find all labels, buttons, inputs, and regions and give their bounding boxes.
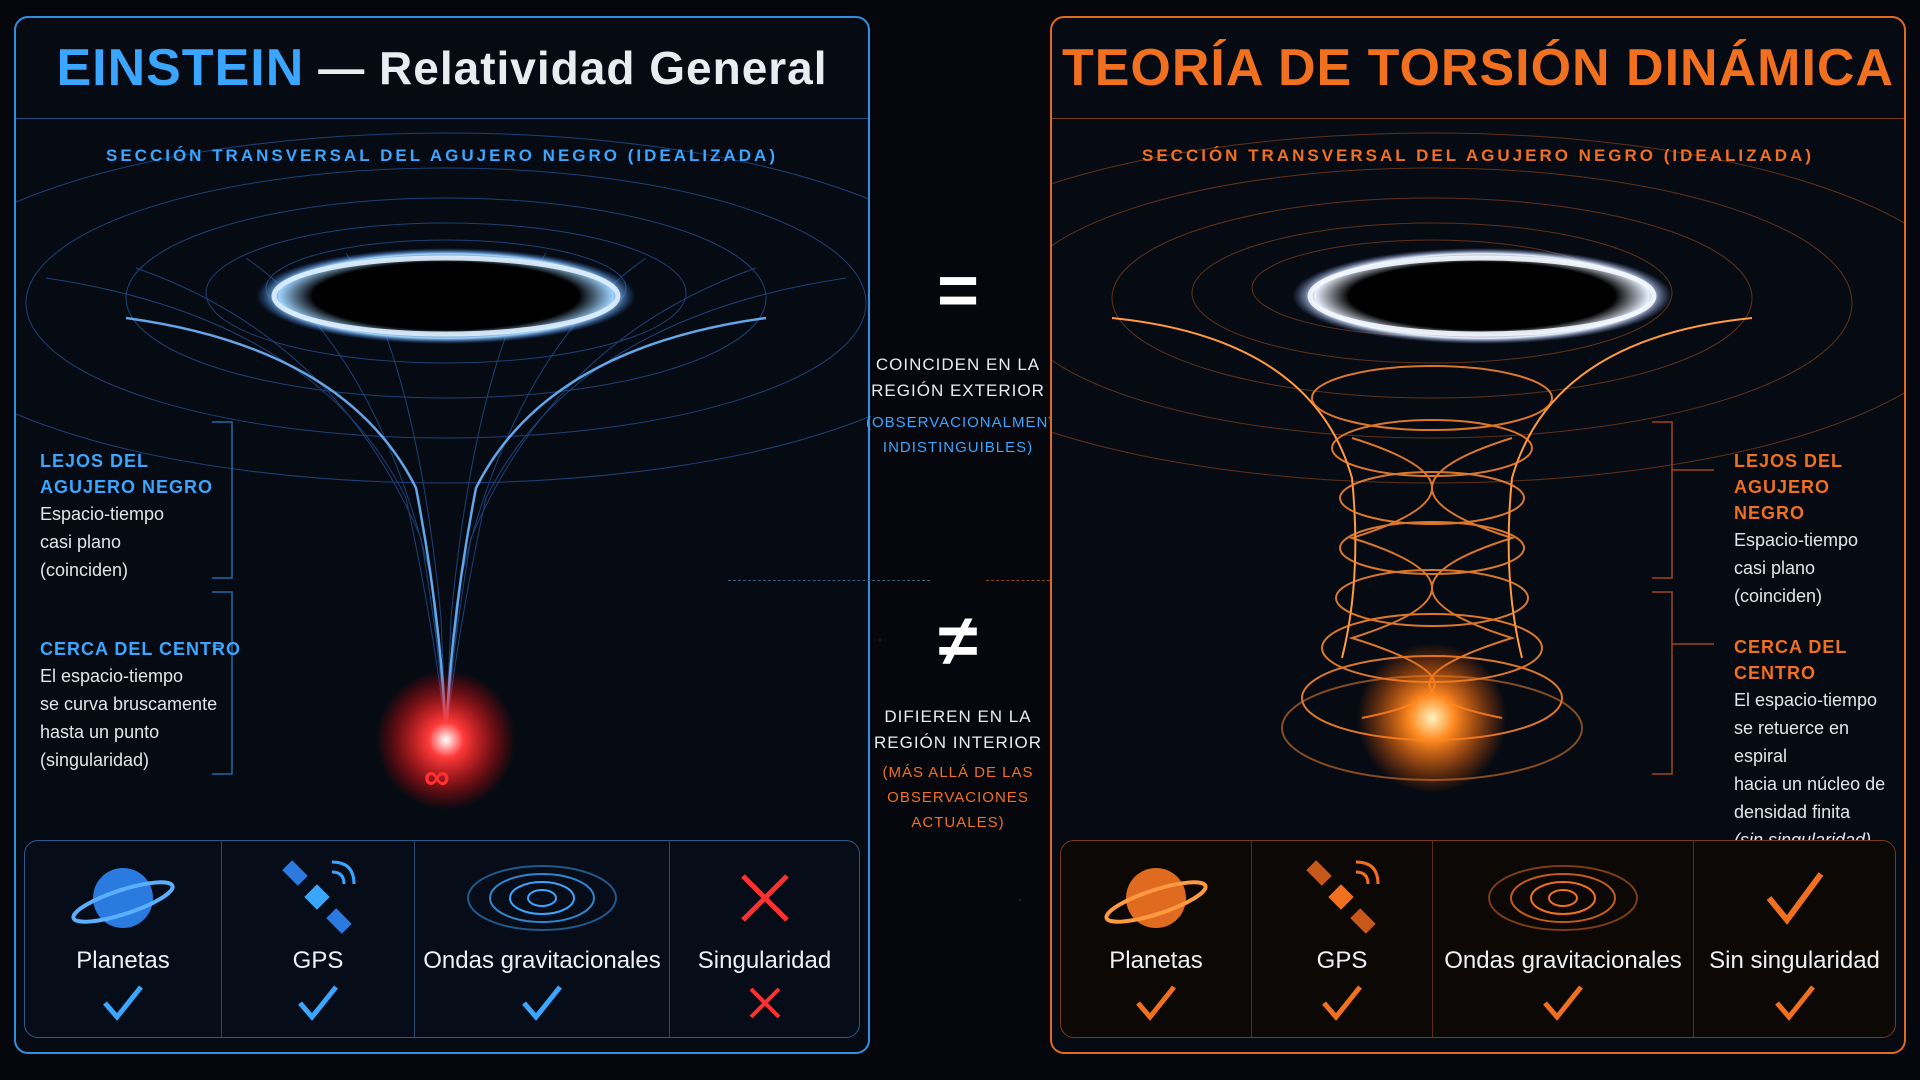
check-icon [103, 985, 143, 1021]
torsion-near-annotation: CERCA DEL CENTRO El espacio-tiempo se re… [1734, 637, 1886, 850]
cross-icon [740, 874, 789, 922]
interior-text: DIFIEREN EN LA REGIÓN INTERIOR [873, 707, 1042, 752]
feature-gravitational-waves: Ondas gravitacionales [1432, 841, 1693, 1037]
event-horizon-ring [1292, 248, 1672, 344]
finite-core-glow [1357, 643, 1507, 793]
einstein-features-bar: Planetas GPS Ondas gravitacionales Singu… [24, 840, 860, 1038]
exterior-text: COINCIDEN EN LA REGIÓN EXTERIOR [871, 355, 1045, 400]
planet-icon [1104, 868, 1208, 928]
feature-planets: Planetas [1061, 841, 1251, 1037]
torsion-subtitle: SECCIÓN TRANSVERSAL DEL AGUJERO NEGRO (I… [1141, 146, 1814, 165]
torsion-panel: TEORÍA DE TORSIÓN DINÁMICA SECCIÓN TRANS… [1050, 16, 1906, 1054]
feature-no-singularity: Sin singularidad [1693, 841, 1895, 1037]
einstein-panel: EINSTEIN — Relatividad General SECCIÓN T… [14, 16, 870, 1054]
torsion-spiral-diagram [1052, 132, 1904, 793]
left-dashed-divider [728, 580, 930, 581]
torsion-features-bar: Planetas GPS Ondas gravitacionales Sin s… [1060, 840, 1896, 1038]
torsion-title: TEORÍA DE TORSIÓN DINÁMICA [1052, 18, 1904, 119]
exterior-note: (OBSERVACIONALMENTE INDISTINGUIBLES) [866, 414, 1070, 456]
feature-gps: GPS [221, 841, 414, 1037]
check-icon [1766, 872, 1823, 925]
check-icon [1322, 985, 1362, 1021]
interior-note: (MÁS ALLÁ DE LAS OBSERVACIONES ACTUALES) [882, 764, 1034, 831]
einstein-subtitle: SECCIÓN TRANSVERSAL DEL AGUJERO NEGRO (I… [105, 146, 778, 165]
check-icon [1774, 985, 1815, 1021]
check-icon [298, 985, 338, 1021]
feature-singularity: Singularidad [669, 841, 859, 1037]
not-equal-symbol: ≠ [938, 601, 978, 681]
waves-icon [467, 865, 617, 931]
torsion-far-annotation: LEJOS DEL AGUJERO NEGRO Espacio-tiempo c… [1734, 451, 1859, 606]
equal-symbol: = [936, 251, 980, 331]
einstein-funnel-diagram [16, 132, 868, 810]
title-einstein: EINSTEIN [56, 39, 305, 97]
infinity-symbol: ∞ [424, 756, 450, 797]
planet-icon [71, 868, 175, 928]
einstein-near-annotation: CERCA DEL CENTRO El espacio-tiempo se cu… [40, 639, 242, 770]
check-icon [1136, 985, 1176, 1021]
feature-gravitational-waves: Ondas gravitacionales [414, 841, 669, 1037]
einstein-far-annotation: LEJOS DEL AGUJERO NEGRO Espacio-tiempo c… [40, 451, 214, 580]
event-horizon-ring [256, 248, 636, 344]
check-icon [522, 985, 562, 1021]
feature-planets: Planetas [25, 841, 221, 1037]
cross-icon [749, 987, 780, 1019]
waves-icon [1488, 865, 1638, 931]
comparison-column: = COINCIDEN EN LA REGIÓN EXTERIOR (OBSER… [866, 0, 1070, 1080]
satellite-icon [282, 860, 356, 934]
check-icon [1543, 985, 1583, 1021]
title-general-relativity: — Relatividad General [318, 42, 828, 94]
satellite-icon [1306, 860, 1380, 934]
singularity-glow [376, 670, 516, 810]
feature-gps: GPS [1251, 841, 1432, 1037]
title-torsion-theory: TEORÍA DE TORSIÓN DINÁMICA [1061, 39, 1895, 97]
einstein-title: EINSTEIN — Relatividad General [16, 18, 868, 119]
